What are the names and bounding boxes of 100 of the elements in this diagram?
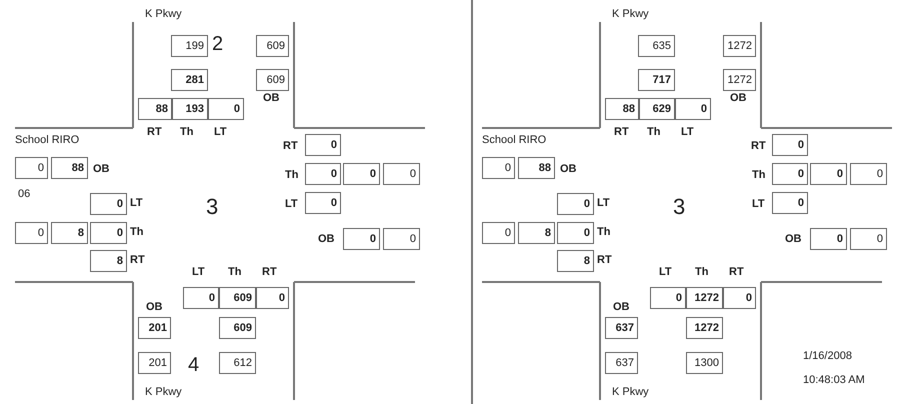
- count-field: 0: [383, 228, 420, 250]
- zone-number: 4: [188, 354, 200, 377]
- movement-label: RT: [597, 254, 612, 266]
- count-field: 0: [482, 157, 515, 179]
- street-label: 06: [18, 188, 30, 200]
- movement-label: OB: [263, 92, 280, 104]
- count-field: 1272: [686, 317, 723, 339]
- count-field: 637: [605, 317, 638, 339]
- movement-label: LT: [597, 197, 610, 209]
- count-field: 637: [605, 352, 638, 374]
- movement-label: Th: [752, 169, 766, 181]
- count-field: 0: [650, 287, 686, 309]
- count-field: 0: [305, 192, 341, 214]
- count-field: 0: [305, 134, 341, 156]
- count-field: 199: [171, 35, 208, 57]
- movement-label: Th: [285, 169, 298, 181]
- movement-label: OB: [318, 233, 334, 245]
- count-field: 629: [639, 98, 675, 120]
- movement-label: OB: [785, 233, 802, 245]
- movement-label: Th: [180, 126, 194, 138]
- count-field: 201: [138, 317, 171, 339]
- street-label: School RIRO: [482, 134, 546, 146]
- count-field: 0: [15, 222, 48, 244]
- count-field: 0: [557, 222, 594, 244]
- movement-label: RT: [283, 140, 298, 152]
- count-field: 0: [850, 228, 887, 250]
- count-field: 0: [383, 163, 420, 185]
- count-field: 609: [256, 35, 289, 57]
- zone-number: 3: [206, 194, 218, 220]
- movement-label: OB: [93, 163, 110, 175]
- street-label: School RIRO: [15, 134, 80, 146]
- count-field: 0: [850, 163, 887, 185]
- count-field: 612: [219, 352, 256, 374]
- count-field: 609: [219, 317, 256, 339]
- movement-label: Th: [130, 226, 144, 238]
- count-field: 8: [557, 250, 594, 272]
- zone-number: 2: [212, 33, 224, 56]
- count-field: 0: [557, 193, 594, 215]
- movement-label: OB: [613, 301, 630, 313]
- count-field: 0: [256, 287, 289, 309]
- count-field: 88: [138, 98, 172, 120]
- movement-label: LT: [681, 126, 694, 138]
- count-field: 0: [343, 228, 380, 250]
- count-field: 0: [772, 163, 808, 185]
- count-field: 193: [172, 98, 208, 120]
- movement-label: LT: [752, 198, 765, 210]
- street-label: K Pkwy: [612, 386, 649, 398]
- count-field: 281: [171, 69, 208, 91]
- movement-label: LT: [130, 197, 143, 209]
- count-field: 0: [482, 222, 515, 244]
- movement-label: LT: [214, 126, 227, 138]
- movement-label: RT: [614, 126, 629, 138]
- movement-label: RT: [751, 140, 766, 152]
- count-field: 88: [51, 157, 88, 179]
- street-label: K Pkwy: [145, 386, 182, 398]
- count-field: 609: [256, 69, 289, 91]
- count-field: 0: [723, 287, 756, 309]
- movement-label: OB: [560, 163, 576, 175]
- count-field: 0: [675, 98, 711, 120]
- movement-label: LT: [659, 266, 672, 278]
- count-field: 1272: [686, 287, 723, 309]
- count-field: 0: [772, 134, 808, 156]
- count-field: 0: [15, 157, 48, 179]
- street-label: 10:48:03 AM: [803, 374, 865, 386]
- count-field: 8: [518, 222, 555, 244]
- count-field: 88: [518, 157, 555, 179]
- movement-label: LT: [192, 266, 205, 278]
- count-field: 1272: [723, 35, 756, 57]
- count-field: 635: [638, 35, 675, 57]
- movement-label: Th: [647, 126, 660, 138]
- count-field: 1300: [686, 352, 723, 374]
- count-field: 0: [208, 98, 244, 120]
- movement-label: OB: [730, 92, 746, 104]
- zone-number: 3: [673, 194, 686, 220]
- count-field: 201: [138, 352, 171, 374]
- count-field: 1272: [723, 69, 756, 91]
- count-field: 88: [605, 98, 639, 120]
- movement-label: RT: [262, 266, 277, 278]
- count-field: 0: [90, 222, 127, 244]
- count-field: 0: [810, 163, 847, 185]
- movement-label: RT: [729, 266, 744, 278]
- count-field: 717: [638, 69, 675, 91]
- movement-label: OB: [146, 301, 162, 313]
- count-field: 0: [343, 163, 380, 185]
- movement-label: Th: [695, 266, 708, 278]
- street-label: K Pkwy: [145, 8, 182, 20]
- count-field: 8: [51, 222, 88, 244]
- movement-label: RT: [130, 254, 145, 266]
- count-field: 0: [810, 228, 847, 250]
- movement-label: LT: [285, 198, 298, 210]
- street-label: 1/16/2008: [803, 350, 852, 362]
- count-field: 8: [90, 250, 127, 272]
- movement-label: RT: [147, 126, 162, 138]
- movement-label: Th: [228, 266, 242, 278]
- count-field: 0: [305, 163, 341, 185]
- count-field: 0: [90, 193, 127, 215]
- count-field: 0: [183, 287, 219, 309]
- count-field: 0: [772, 192, 808, 214]
- street-label: K Pkwy: [612, 8, 649, 20]
- movement-label: Th: [597, 226, 610, 238]
